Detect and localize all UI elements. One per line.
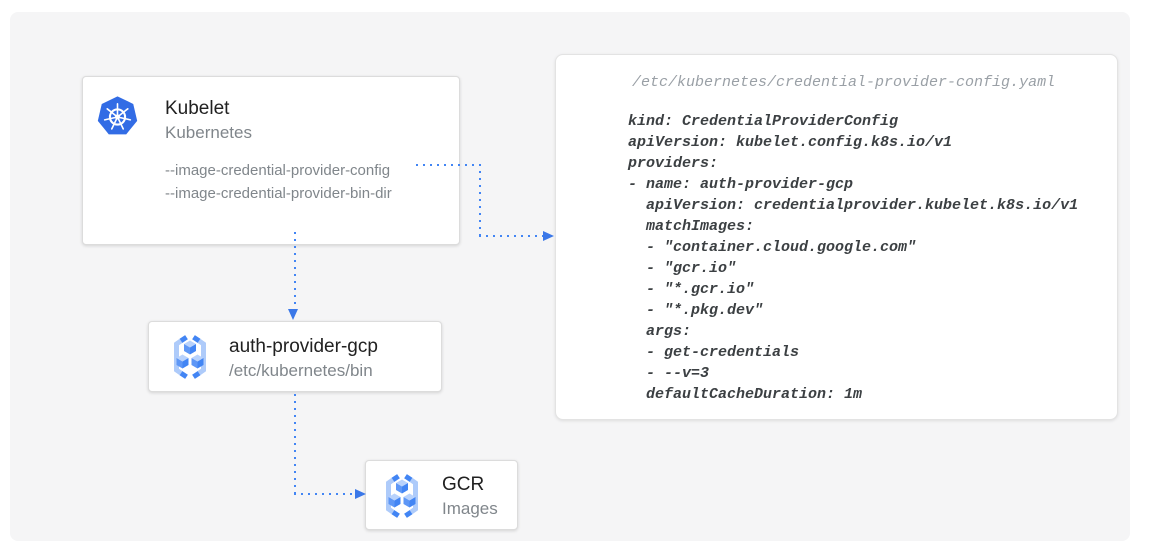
arrow-auth-provider-to-gcr-segment bbox=[294, 394, 296, 494]
gcr-node: GCR Images bbox=[365, 460, 518, 530]
kubelet-subtitle: Kubernetes bbox=[165, 123, 252, 142]
auth-provider-gcp-title: auth-provider-gcp bbox=[229, 336, 378, 357]
kubelet-node: Kubelet Kubernetes --image-credential-pr… bbox=[82, 76, 460, 245]
flag-image-credential-provider-config: --image-credential-provider-config bbox=[165, 162, 391, 179]
auth-provider-gcp-node: auth-provider-gcp /etc/kubernetes/bin bbox=[148, 321, 442, 392]
flag-image-credential-provider-bin-dir: --image-credential-provider-bin-dir bbox=[165, 185, 392, 202]
arrowhead-to-auth-provider bbox=[288, 309, 298, 320]
arrow-config-to-yaml-segment bbox=[416, 164, 480, 166]
credential-provider-config-panel: /etc/kubernetes/credential-provider-conf… bbox=[555, 54, 1118, 420]
arrow-kubelet-to-auth-provider-segment bbox=[294, 232, 296, 310]
kubelet-title: Kubelet bbox=[165, 98, 230, 119]
config-file-path: /etc/kubernetes/credential-provider-conf… bbox=[632, 74, 1056, 91]
arrowhead-to-gcr bbox=[355, 489, 366, 499]
kubernetes-icon bbox=[95, 94, 140, 139]
gcr-icon bbox=[377, 472, 427, 520]
gcr-subtitle: Images bbox=[442, 499, 498, 518]
diagram-canvas: Kubelet Kubernetes --image-credential-pr… bbox=[10, 12, 1130, 541]
arrow-config-to-yaml-segment bbox=[479, 235, 543, 237]
gcr-icon bbox=[165, 333, 215, 381]
arrow-config-to-yaml-segment bbox=[479, 164, 481, 237]
auth-provider-gcp-path: /etc/kubernetes/bin bbox=[229, 361, 373, 380]
config-yaml-code: kind: CredentialProviderConfig apiVersio… bbox=[628, 113, 1079, 403]
arrow-auth-provider-to-gcr-segment bbox=[294, 493, 355, 495]
arrowhead-to-yaml-panel bbox=[543, 231, 554, 241]
gcr-title: GCR bbox=[442, 474, 485, 495]
